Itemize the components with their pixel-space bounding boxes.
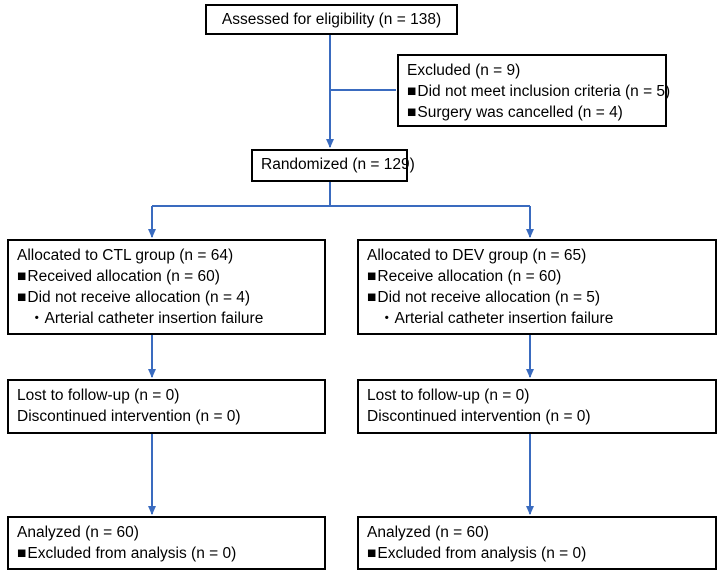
ctl-followup-line: Discontinued intervention (n = 0) — [17, 408, 241, 425]
dev-followup-line: Discontinued intervention (n = 0) — [367, 408, 591, 425]
dev-analyzed-box: Analyzed (n = 60) Excluded from analysis… — [357, 516, 717, 570]
ctl-analyzed-box: Analyzed (n = 60) Excluded from analysis… — [7, 516, 326, 570]
dev-allocation-item: Receive allocation (n = 60) — [367, 266, 707, 287]
dev-allocation-box: Allocated to DEV group (n = 65) Receive … — [357, 239, 717, 335]
dev-followup-line: Lost to follow-up (n = 0) — [367, 387, 530, 404]
assessed-box: Assessed for eligibility (n = 138) — [205, 4, 458, 35]
randomized-title: Randomized (n = 129) — [261, 156, 415, 173]
randomized-box: Randomized (n = 129) — [251, 149, 415, 182]
excluded-item: Surgery was cancelled (n = 4) — [407, 102, 657, 123]
dev-analyzed-title: Analyzed (n = 60) — [367, 524, 489, 541]
ctl-followup-line: Lost to follow-up (n = 0) — [17, 387, 180, 404]
ctl-allocation-item: Did not receive allocation (n = 4) — [17, 287, 316, 308]
ctl-allocation-title: Allocated to CTL group (n = 64) — [17, 247, 234, 264]
excluded-box: Excluded (n = 9) Did not meet inclusion … — [397, 54, 670, 127]
dev-analyzed-item: Excluded from analysis (n = 0) — [367, 543, 707, 564]
excluded-title: Excluded (n = 9) — [407, 62, 521, 79]
dev-allocation-title: Allocated to DEV group (n = 65) — [367, 247, 587, 264]
ctl-analyzed-item: Excluded from analysis (n = 0) — [17, 543, 316, 564]
ctl-allocation-item: Received allocation (n = 60) — [17, 266, 316, 287]
dev-allocation-item: Did not receive allocation (n = 5) — [367, 287, 707, 308]
excluded-item: Did not meet inclusion criteria (n = 5) — [407, 81, 670, 102]
assessed-title: Assessed for eligibility (n = 138) — [221, 11, 442, 28]
dev-allocation-subitem: ・Arterial catheter insertion failure — [379, 310, 614, 327]
dev-followup-box: Lost to follow-up (n = 0) Discontinued i… — [357, 379, 717, 434]
ctl-allocation-box: Allocated to CTL group (n = 64) Received… — [7, 239, 326, 335]
ctl-allocation-subitem: ・Arterial catheter insertion failure — [29, 310, 264, 327]
ctl-followup-box: Lost to follow-up (n = 0) Discontinued i… — [7, 379, 326, 434]
ctl-analyzed-title: Analyzed (n = 60) — [17, 524, 139, 541]
